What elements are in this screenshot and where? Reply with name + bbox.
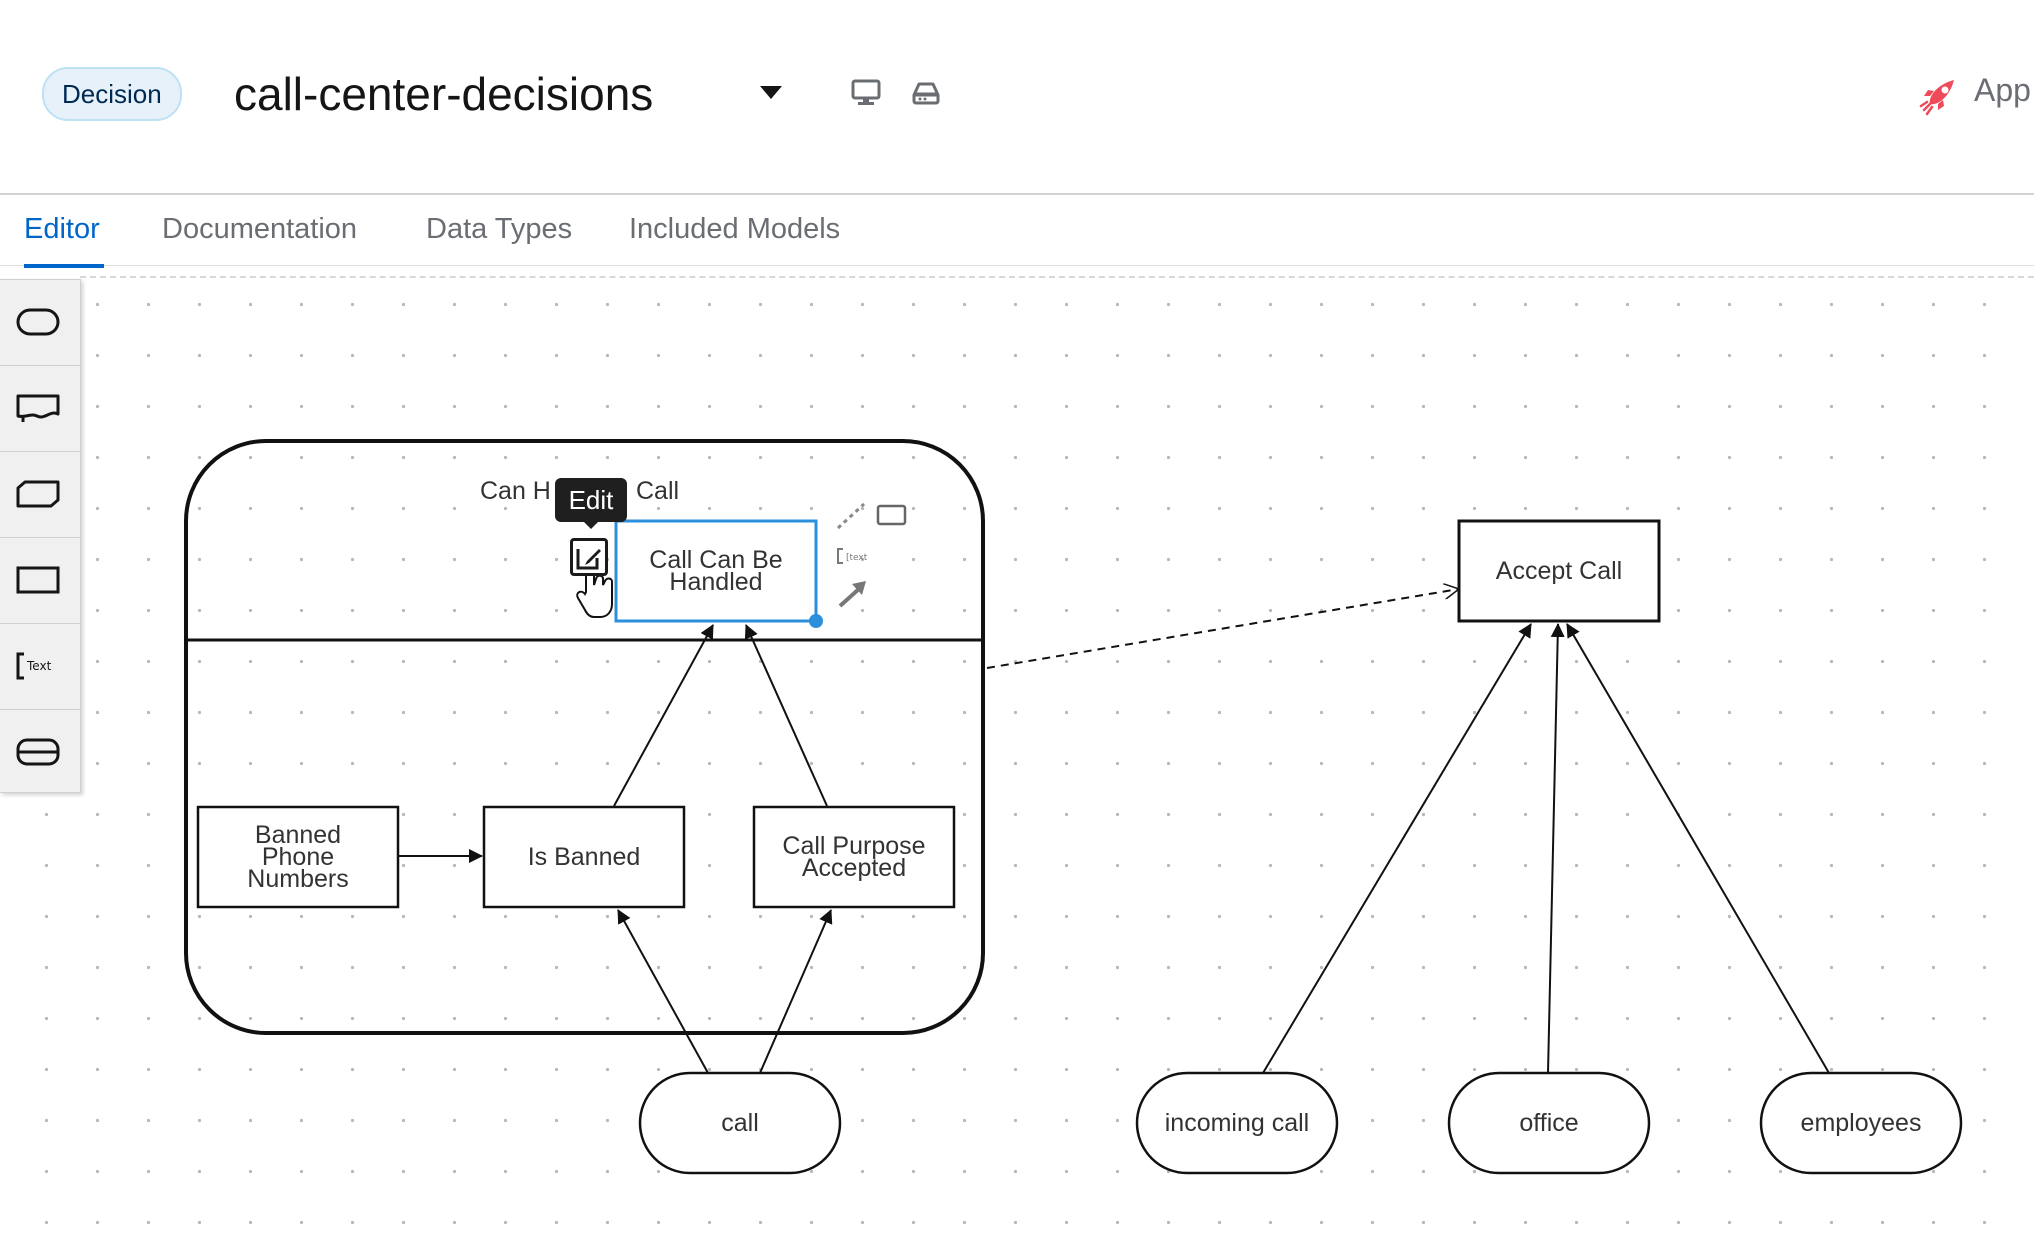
active-tab-indicator — [24, 264, 104, 268]
input-data-icon — [16, 308, 60, 336]
shape-palette: Text — [0, 279, 81, 793]
input-call[interactable] — [638, 1071, 842, 1175]
text-annotation-icon: Text — [16, 652, 52, 680]
knowledge-source-icon — [16, 394, 60, 422]
edit-tooltip: Edit — [555, 478, 627, 522]
connector-tool-icon[interactable] — [836, 502, 866, 530]
edge-incoming-to-acceptcall[interactable] — [1262, 623, 1532, 1074]
edge-service-to-acceptcall[interactable] — [986, 589, 1459, 669]
canvas-border — [80, 276, 2034, 278]
input-incoming-call[interactable] — [1135, 1071, 1339, 1175]
title-dropdown-icon[interactable] — [760, 86, 782, 99]
edge-call-to-purpose[interactable] — [759, 909, 833, 1074]
annotation-tool-icon[interactable]: [text — [837, 548, 868, 564]
tab-included-models[interactable]: Included Models — [629, 213, 841, 245]
desktop-icon[interactable] — [850, 78, 882, 108]
editor-tabs: Editor Documentation Data Types Included… — [0, 195, 2034, 266]
edge-call-to-isbanned[interactable] — [617, 909, 709, 1074]
decision-is-banned[interactable] — [482, 805, 686, 909]
decision-call-can-be-handled[interactable] — [614, 519, 818, 623]
page-header: Decision call-center-decisions App — [0, 0, 2034, 195]
edge-office-to-acceptcall[interactable] — [1547, 623, 1565, 1074]
decision-icon — [16, 566, 60, 594]
knowledge-banned-phone-numbers[interactable] — [196, 805, 400, 909]
drive-icon[interactable] — [910, 78, 942, 108]
palette-decision[interactable] — [0, 538, 80, 624]
svg-text:Text: Text — [26, 659, 52, 673]
resize-handle[interactable] — [809, 614, 823, 628]
arrow-tool-icon[interactable] — [838, 581, 866, 608]
rocket-icon[interactable] — [1918, 74, 1960, 116]
tab-editor[interactable]: Editor — [24, 213, 100, 245]
tab-documentation[interactable]: Documentation — [162, 213, 358, 245]
edge-purpose-to-callcanbehandled[interactable] — [744, 624, 828, 807]
tab-data-types[interactable]: Data Types — [426, 213, 573, 245]
model-type-badge: Decision — [42, 67, 182, 121]
palette-knowledge-source[interactable] — [0, 366, 80, 452]
palette-input-data[interactable] — [0, 280, 80, 366]
edit-icon — [576, 549, 601, 570]
edit-button[interactable] — [570, 538, 608, 576]
new-decision-tool-icon[interactable] — [876, 504, 907, 526]
input-office[interactable] — [1447, 1071, 1651, 1175]
hand-cursor-icon — [576, 566, 614, 618]
decision-service-icon — [16, 738, 60, 766]
decision-call-purpose-accepted[interactable] — [752, 805, 956, 909]
apply-accelerator-button[interactable]: App — [1974, 72, 2031, 108]
page-title: call-center-decisions — [234, 68, 654, 120]
edge-isbanned-to-callcanbehandled[interactable] — [613, 624, 714, 807]
decision-accept-call[interactable] — [1457, 519, 1661, 623]
edit-tooltip-tail — [582, 520, 600, 529]
diagram-canvas[interactable] — [0, 277, 2034, 1244]
svg-text:[text: [text — [846, 553, 868, 563]
palette-decision-service[interactable] — [0, 710, 80, 795]
palette-text-annotation[interactable]: Text — [0, 624, 80, 710]
decision-service-can-handle-call[interactable] — [184, 439, 985, 1035]
bkm-icon — [16, 480, 60, 508]
edge-employees-to-acceptcall[interactable] — [1566, 623, 1830, 1074]
palette-business-knowledge-model[interactable] — [0, 452, 80, 538]
input-employees[interactable] — [1759, 1071, 1963, 1175]
